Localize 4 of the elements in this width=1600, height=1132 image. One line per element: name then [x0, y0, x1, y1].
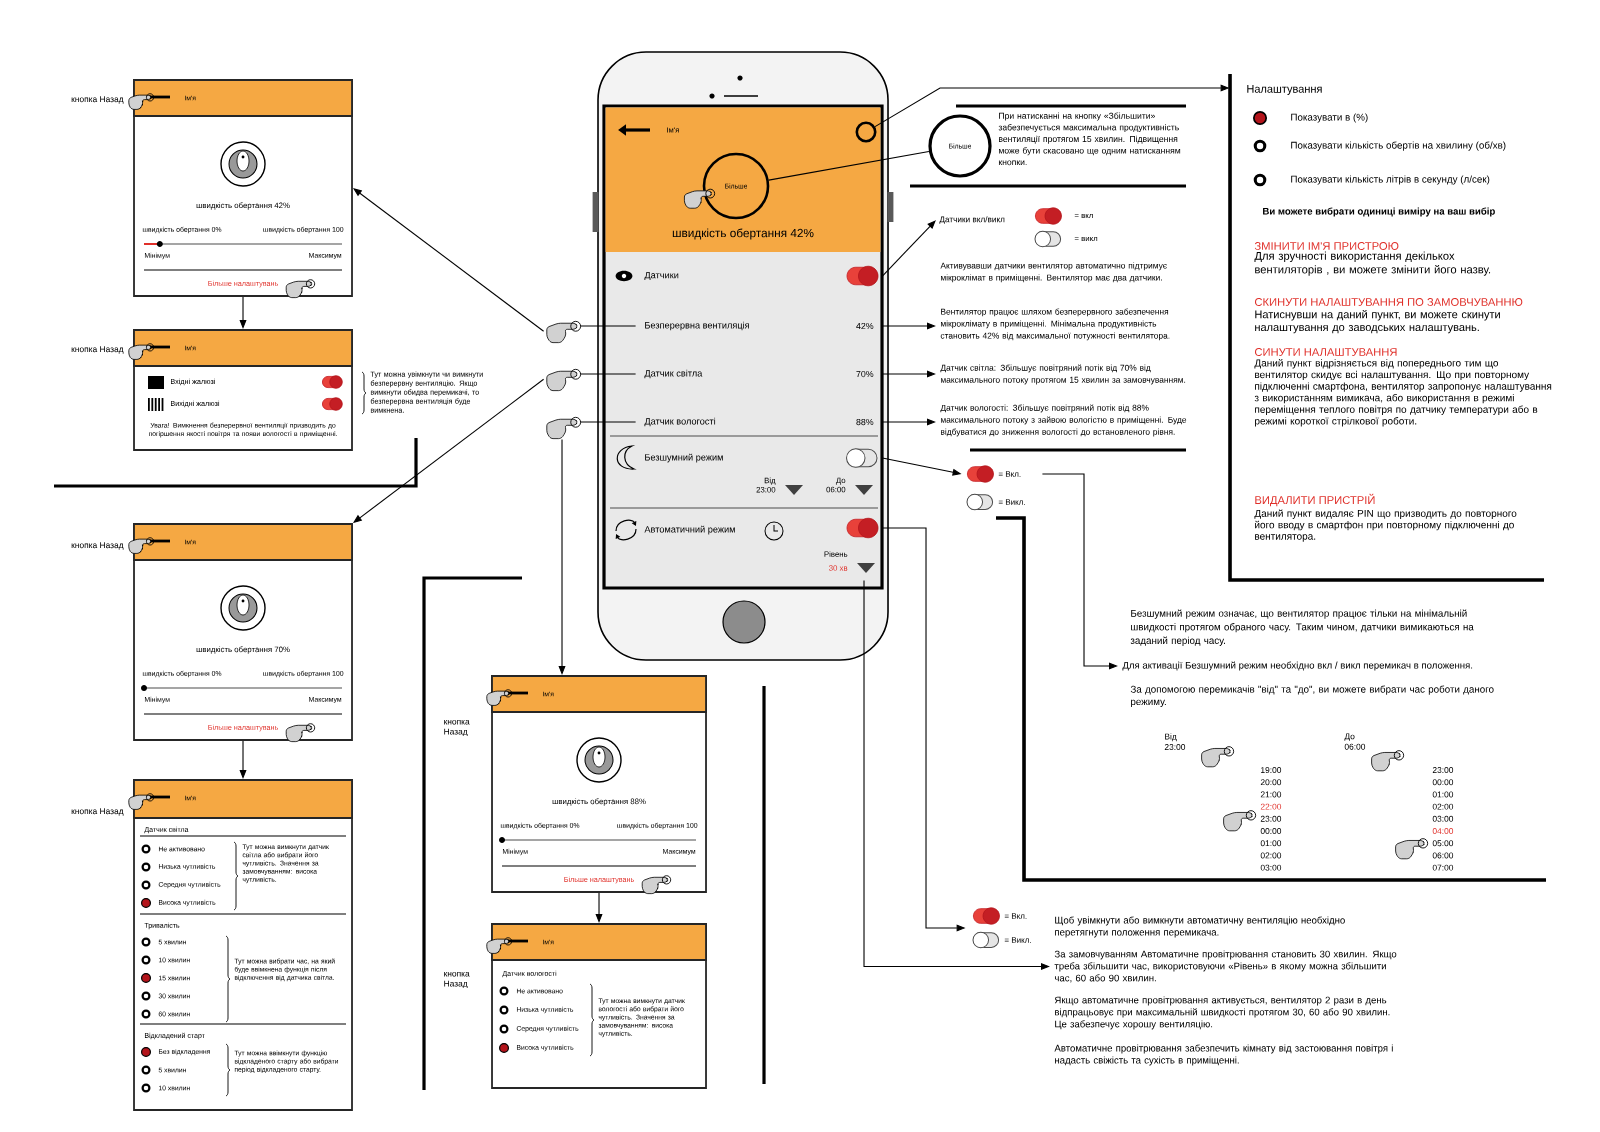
hand-icon	[546, 320, 582, 343]
hand-icon	[546, 416, 582, 439]
hand-icon	[546, 368, 582, 391]
arrow	[881, 220, 936, 277]
